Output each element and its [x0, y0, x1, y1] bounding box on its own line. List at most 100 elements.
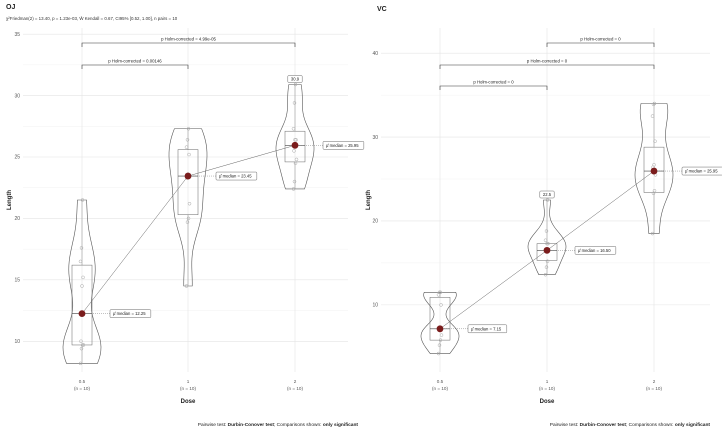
y-tick-label: 15: [14, 278, 20, 284]
data-point: [186, 126, 191, 131]
data-point: [293, 161, 298, 165]
median-trend-line: [81, 175, 189, 314]
data-point: [79, 346, 84, 351]
y-tick-label: 40: [372, 51, 378, 57]
median-trend-line: [439, 250, 548, 329]
outlier-label-box: [287, 75, 303, 83]
data-point: [544, 229, 549, 233]
x-tick-count: (n = 10): [287, 386, 303, 391]
caption-emphasis: Durbin-Conover test: [580, 422, 627, 428]
outlier-label: 30.9: [291, 77, 300, 82]
median-trend-line: [546, 170, 655, 251]
data-point: [79, 246, 84, 250]
y-tick-label: 25: [14, 155, 20, 161]
data-point: [439, 333, 444, 337]
median-label-box: [322, 141, 365, 150]
x-axis-title: Dose: [181, 399, 196, 405]
data-point: [439, 303, 443, 307]
comparison-bracket: [81, 42, 296, 47]
data-point: [291, 126, 296, 131]
data-point: [292, 149, 296, 153]
comparison-label: p Holm-corrected = 0: [527, 59, 568, 64]
violin-shape: [420, 291, 460, 354]
panel-title: VC: [377, 6, 387, 13]
median-trend-line: [187, 145, 296, 177]
data-point: [79, 339, 83, 344]
median-point: [78, 310, 86, 318]
caption-emphasis: Durbin-Conover test: [228, 422, 275, 428]
caption-text: Pairwise test:: [550, 422, 580, 428]
median-label: μ̂ median = 16.50: [578, 248, 611, 253]
data-point: [437, 343, 442, 347]
plot-caption: Pairwise test: Durbin-Conover test; Comp…: [550, 422, 711, 428]
median-label-box: [215, 171, 258, 181]
x-tick-label: 0.5: [437, 379, 444, 384]
median-point: [184, 172, 192, 180]
data-point: [184, 284, 189, 288]
caption-text: ; Comparisons shown:: [274, 422, 323, 428]
caption-text: ; Comparisons shown:: [626, 422, 675, 428]
median-label: μ̂ median = 7.15: [471, 326, 502, 331]
comparison-bracket: [81, 64, 189, 69]
data-point: [294, 138, 298, 142]
x-tick-label: 1: [546, 379, 549, 384]
data-point: [543, 272, 548, 277]
plot-caption: Pairwise test: Durbin-Conover test; Comp…: [198, 422, 359, 428]
data-point: [545, 241, 549, 246]
outlier-label-box: [539, 190, 555, 199]
comparison-label: p Holm-corrected = 0: [580, 37, 621, 42]
x-tick-label: 1: [187, 379, 190, 384]
violin-shape: [275, 84, 315, 190]
caption-emphasis: only significant: [323, 422, 359, 428]
x-tick-count: (n = 10): [74, 386, 90, 391]
median-label-box: [467, 324, 507, 333]
data-point: [546, 241, 550, 246]
data-point: [185, 220, 190, 224]
y-tick-label: 10: [372, 303, 378, 309]
data-point: [184, 145, 189, 149]
data-point: [186, 216, 191, 221]
x-tick-label: 0.5: [79, 379, 86, 384]
x-axis-title: Dose: [540, 399, 555, 405]
data-point: [187, 152, 191, 157]
y-axis-title: Length: [366, 190, 372, 210]
data-point: [651, 102, 656, 107]
median-point: [291, 141, 299, 149]
y-axis-title: Length: [7, 190, 13, 210]
data-point: [293, 82, 298, 87]
outlier-label: 22.5: [543, 192, 552, 197]
y-tick-label: 30: [14, 93, 20, 99]
y-tick-label: 30: [372, 135, 378, 141]
violin-shape: [634, 103, 674, 234]
median-label-box: [574, 246, 617, 255]
x-tick-label: 2: [653, 379, 656, 384]
data-point: [545, 198, 550, 202]
data-point: [438, 338, 443, 342]
data-point: [436, 351, 441, 356]
data-point: [80, 284, 84, 288]
violin-shape: [527, 199, 567, 275]
data-point: [652, 189, 657, 193]
x-tick-label: 2: [294, 379, 297, 384]
data-point: [543, 238, 548, 243]
data-point: [291, 187, 296, 191]
y-tick-label: 20: [14, 216, 20, 222]
comparison-label: p Holm-corrected = 0: [473, 80, 514, 85]
violin-shape: [168, 128, 208, 287]
data-point: [80, 198, 85, 202]
comparison-label: p Holm-corrected = 0.00146: [108, 59, 162, 64]
data-point: [81, 343, 86, 347]
median-label: μ̂ median = 12.25: [113, 311, 146, 316]
data-point: [544, 265, 549, 269]
median-point: [650, 167, 658, 175]
y-tick-label: 20: [372, 219, 378, 225]
data-point: [652, 163, 656, 167]
data-point: [185, 138, 190, 142]
data-point: [545, 259, 550, 263]
caption-text: Pairwise test:: [198, 422, 228, 428]
data-point: [293, 138, 297, 142]
panel-title: OJ: [6, 4, 15, 11]
data-point: [292, 101, 297, 105]
